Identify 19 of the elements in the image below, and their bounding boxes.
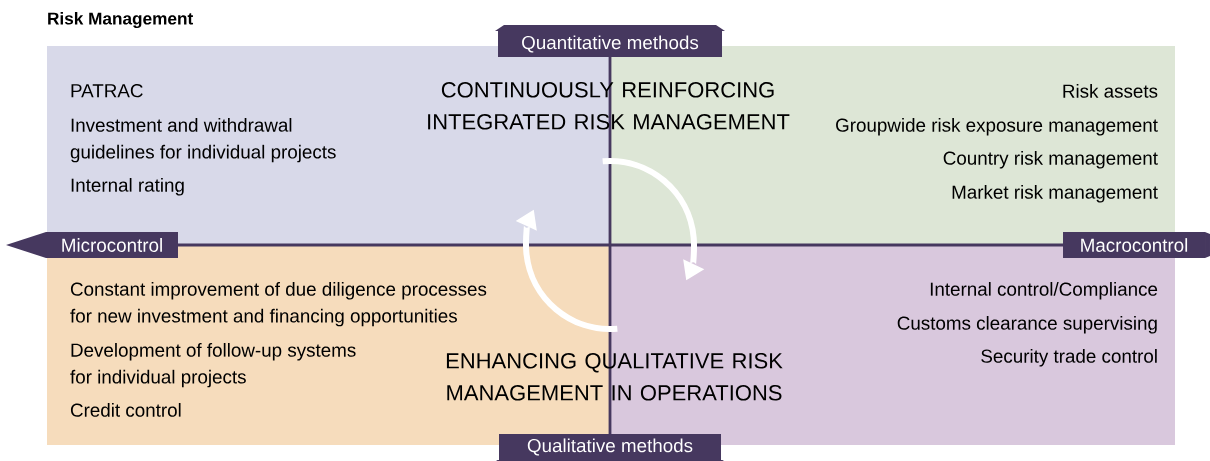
axis-tab: Macrocontrol [1063,232,1210,258]
list-item: Security trade control [981,349,1157,367]
list-item: Credit control [70,403,181,417]
list-item: Country risk management [943,151,1158,169]
list-item: Groupwide risk exposure management [836,118,1158,136]
cycle-arrows-drawing [515,158,705,332]
list-item: PATRAC [71,84,143,98]
list-item: Market risk management [952,185,1158,203]
list-item: Development of follow-up systems for individual projects [70,343,356,388]
list-item: Investment and withdrawal guidelines for individual projects [70,118,336,163]
list-item: Risk assets [1063,84,1158,98]
axis-tab: Quantitative methods [495,25,725,57]
list-item: Constant improvement of due diligence processes for new investment and financing opportunities [70,282,487,327]
title: Risk Management [48,12,193,29]
list-item: Internal rating [71,178,184,196]
axis-tab: Qualitative methods [496,434,724,461]
list-item: Internal control/Compliance [930,282,1158,300]
list-item: Customs clearance supervising [897,316,1157,334]
axis-tab: Microcontrol [6,232,178,258]
